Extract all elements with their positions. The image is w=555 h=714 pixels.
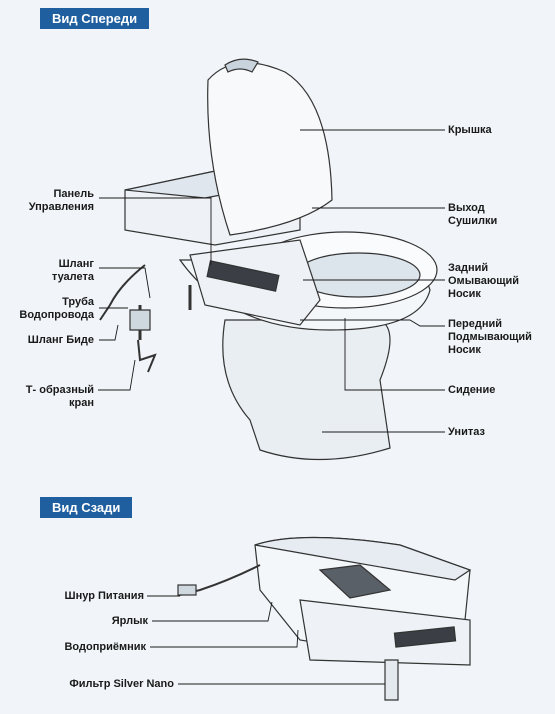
label-water-inlet: Водоприёмник xyxy=(64,641,146,653)
label-front-nozzle: Передний Подмывающий Носик xyxy=(448,318,532,356)
label-silver-nano-filter: Фильтр Silver Nano xyxy=(69,678,174,690)
back-view-illustration xyxy=(177,536,472,701)
front-view-illustration xyxy=(99,58,438,461)
label-bowl: Унитаз xyxy=(448,426,485,438)
label-tag: Ярлык xyxy=(111,615,148,627)
leader-lines xyxy=(98,129,445,685)
label-t-valve: Т- образный кран xyxy=(25,384,94,409)
label-control-panel: Панель Управления xyxy=(28,188,94,213)
label-dryer-outlet: Выход Сушилки xyxy=(448,202,498,227)
label-power-cord: Шнур Питания xyxy=(64,590,144,602)
label-lid: Крышка xyxy=(448,124,492,136)
label-water-pipe: Труба Водопровода xyxy=(19,296,94,321)
label-toilet-hose: Шланг туалета xyxy=(51,258,94,283)
front-view-title: Вид Спереди xyxy=(40,8,150,29)
label-bidet-hose: Шланг Биде xyxy=(27,334,94,346)
back-view-title: Вид Сзади xyxy=(40,497,133,518)
label-rear-nozzle: Задний Омывающий Носик xyxy=(448,262,520,300)
label-seat: Сидение xyxy=(448,384,496,396)
